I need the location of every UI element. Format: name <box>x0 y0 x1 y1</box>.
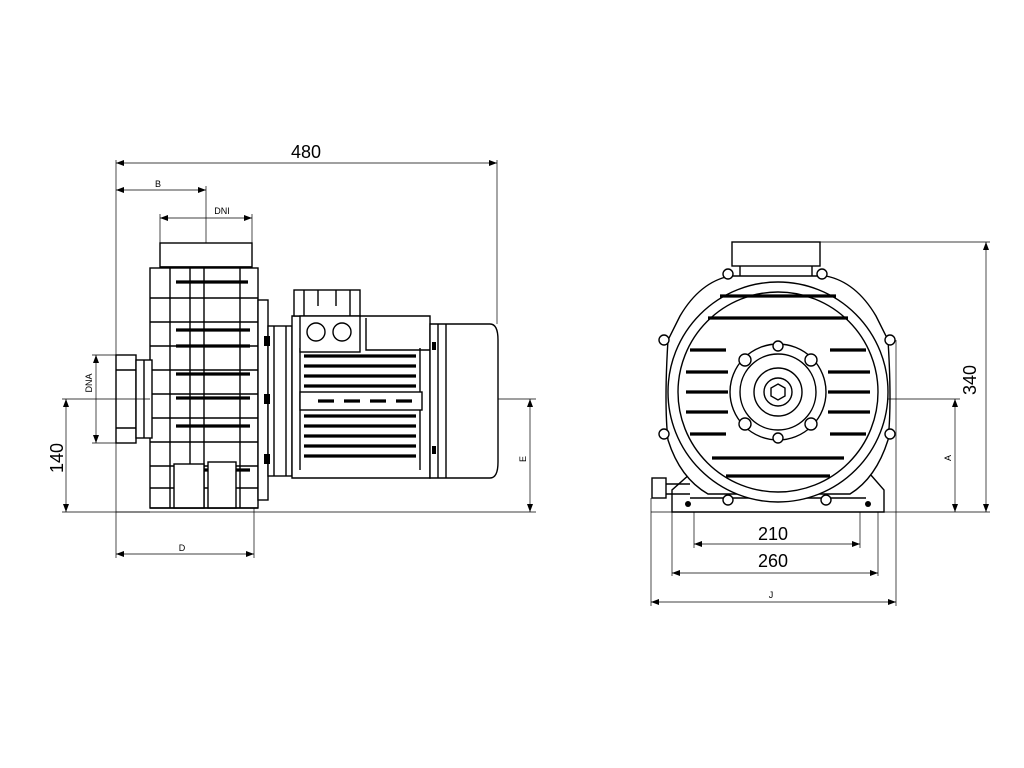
front-housing <box>665 275 891 503</box>
fan-cover <box>429 323 499 479</box>
dim-b-label: B <box>155 179 161 189</box>
dim-a: A <box>888 398 960 512</box>
dim-j: J <box>650 340 897 606</box>
dim-140-label: 140 <box>47 443 67 473</box>
dim-260-label: 260 <box>758 551 788 571</box>
dim-b: B <box>116 179 207 243</box>
dim-dni-label: DNI <box>214 206 230 216</box>
dim-340-label: 340 <box>960 365 980 395</box>
dim-a-label: A <box>943 455 953 461</box>
front-outlet-flange <box>731 241 821 282</box>
dim-340: 340 <box>820 241 990 513</box>
dim-d-label: D <box>179 543 186 553</box>
dim-dna-label: DNA <box>84 373 94 392</box>
dim-dni: DNI <box>159 206 253 243</box>
dim-d: D <box>115 443 255 558</box>
dim-j-label: J <box>769 590 774 600</box>
dim-260: 260 <box>671 512 879 576</box>
motor-body <box>291 315 431 479</box>
side-view: 480 B DNI DNA 140 D <box>47 142 536 558</box>
dim-210: 210 <box>693 512 861 548</box>
dim-480: 480 <box>115 142 498 355</box>
dim-210-label: 210 <box>758 524 788 544</box>
motor-adapter <box>257 299 293 501</box>
front-bolts <box>658 268 896 506</box>
front-view: 340 A 210 260 J <box>650 241 990 606</box>
pump-housing <box>149 267 259 509</box>
dim-480-label: 480 <box>291 142 321 162</box>
drain-plug <box>651 477 690 499</box>
terminal-box <box>293 289 361 353</box>
dim-e-label: E <box>518 456 528 462</box>
dim-e: E <box>258 398 536 513</box>
